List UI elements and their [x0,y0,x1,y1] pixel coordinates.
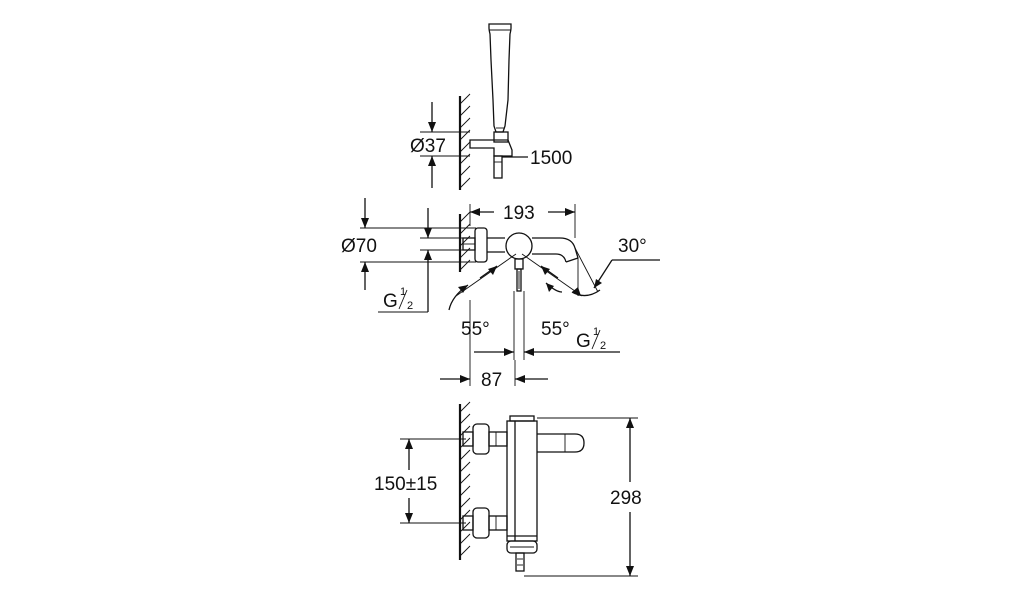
wall-distance-label: 87 [481,370,502,391]
upper-rosette [472,423,490,455]
hose-connector [493,155,503,179]
side-handle [537,433,585,453]
wall-hatch [459,211,471,271]
holder-top [493,131,509,143]
inlet-spacing-label: 150±15 [374,474,437,495]
shower-holder [469,139,513,157]
total-height-label: 298 [610,488,642,509]
thread-left-label: G [383,291,398,312]
lower-arm [488,515,508,531]
spout-angle-label: 30° [618,236,647,257]
thread-right-numerator: 1 [593,326,599,338]
wall-hatch [459,401,471,557]
spout [532,237,579,263]
mixer-body-vertical [506,420,538,542]
hand-shower-diameter-label: Ø37 [410,136,446,157]
lever-base [514,258,524,270]
thread-left-numerator: 1 [400,286,406,298]
thread-right-denominator: 2 [600,340,606,352]
spout-projection-label: 193 [503,203,535,224]
wall-hatch [459,93,471,189]
handle-angle-right-label: 55° [541,319,570,340]
outlet [515,552,525,572]
mixer-body [487,237,505,253]
rosette-diameter-label: Ø70 [341,236,377,257]
thread-left-denominator: 2 [407,300,413,312]
handle-knob [505,232,533,260]
hand-shower-body [488,23,512,133]
side-view: 150±15 298 [374,401,642,577]
lever [516,268,522,292]
hand-shower-view: 1500 Ø37 [410,23,572,190]
lower-rosette [472,507,490,539]
thread-right-label: G [576,331,591,352]
upper-arm [488,431,508,447]
top-view: 193 Ø70 G 1 2 30° 55° [341,198,660,391]
handle-angle-left-label: 55° [461,319,490,340]
hose-length-label: 1500 [530,148,572,169]
rosette [474,227,488,263]
body-cap [509,415,535,422]
